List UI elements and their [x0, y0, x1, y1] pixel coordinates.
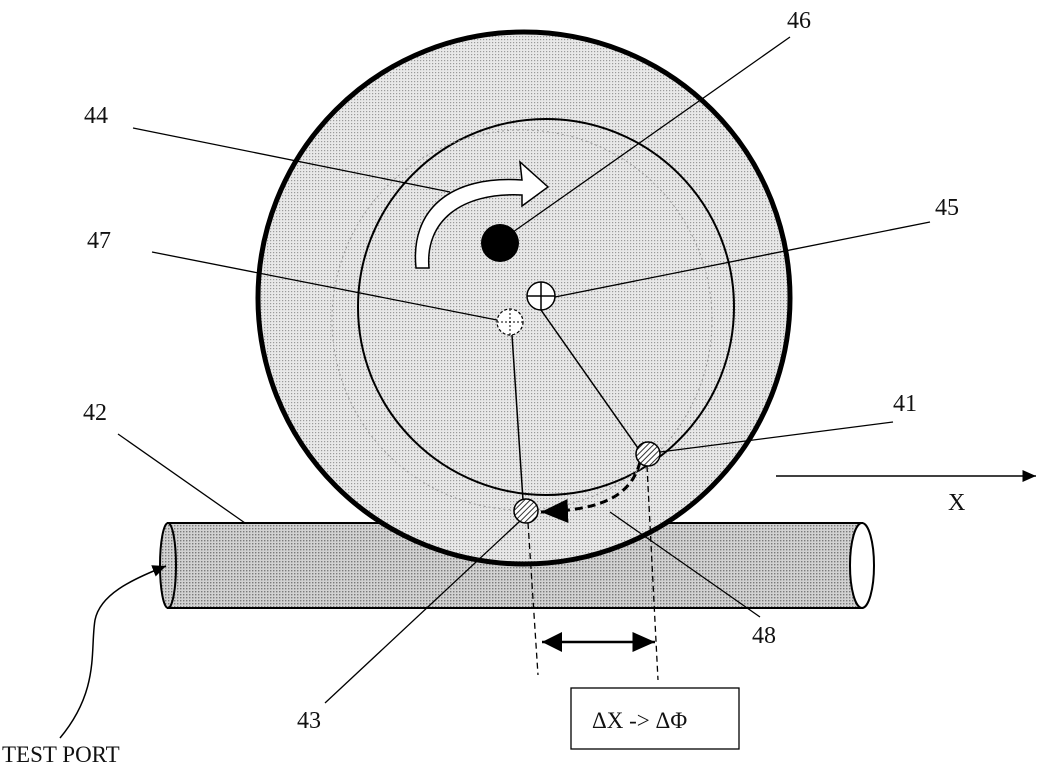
label-45: 45: [935, 195, 959, 221]
leader-44: [132, 127, 451, 193]
axle-center-dot: [481, 224, 519, 262]
label-46: 46: [787, 8, 811, 34]
leader-46: [512, 36, 791, 233]
label-41: 41: [893, 391, 917, 417]
leader-45: [554, 221, 931, 298]
tube-right-end: [849, 522, 875, 609]
leader-47: [151, 251, 498, 321]
rotation-arrow-icon: [414, 160, 550, 269]
test-port-arrow: [59, 565, 167, 739]
delta-box-text: ΔX -> ΔΦ: [592, 708, 687, 733]
shifted-center-crosshair-47: [496, 308, 524, 336]
leader-41: [659, 421, 894, 453]
marker-point-41: [635, 441, 661, 467]
leader-43: [324, 520, 521, 704]
wheel: [255, 29, 793, 567]
delta-box: [570, 687, 740, 750]
wheel-offset-circle: [331, 129, 713, 511]
label-x-axis: X: [948, 490, 965, 516]
center-crosshair-45: [526, 281, 556, 311]
projection-line-left: [527, 522, 539, 676]
leader-42: [117, 433, 246, 524]
label-42: 42: [83, 400, 107, 426]
label-test-port: TEST PORT: [2, 742, 120, 767]
angular-shift-arrow: [540, 461, 642, 523]
radius-line-47-43: [511, 334, 524, 501]
radius-line-45-41: [540, 309, 641, 452]
marker-point-43: [513, 498, 539, 524]
label-43: 43: [297, 708, 321, 734]
label-44: 44: [84, 103, 108, 129]
leader-48: [609, 511, 761, 618]
label-48: 48: [752, 623, 776, 649]
label-47: 47: [87, 228, 111, 254]
tube-left-end: [159, 522, 177, 609]
projection-line-right: [646, 465, 659, 681]
